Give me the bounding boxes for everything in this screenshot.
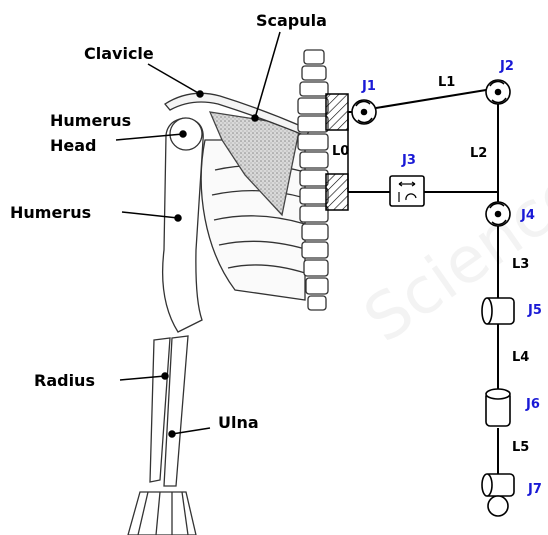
label-joint-j7: J7 — [527, 482, 542, 497]
joint-j3-box — [390, 176, 424, 206]
link-l1 — [376, 90, 486, 108]
label-link-l3: L3 — [512, 257, 529, 272]
label-humerus: Humerus — [10, 203, 91, 222]
joint-j2-revolute — [486, 80, 510, 104]
label-scapula: Scapula — [256, 11, 327, 30]
watermark-text: Science — [352, 154, 548, 357]
label-link-l1: L1 — [438, 75, 455, 90]
label-link-l0: L0 — [332, 144, 349, 159]
label-joint-j2: J2 — [499, 59, 514, 74]
hand-bones — [128, 492, 196, 535]
label-joint-j1: J1 — [361, 79, 376, 94]
label-ulna: Ulna — [218, 413, 259, 432]
label-joint-j6: J6 — [525, 397, 540, 412]
label-humerus-head-line1: Humerus — [50, 111, 131, 130]
label-link-l2: L2 — [470, 146, 487, 161]
label-clavicle: Clavicle — [84, 44, 154, 63]
label-radius: Radius — [34, 371, 95, 390]
label-joint-j5: J5 — [527, 303, 542, 318]
joint-j5-cylinder — [482, 298, 514, 324]
label-joint-j4: J4 — [520, 208, 535, 223]
label-link-l4: L4 — [512, 350, 529, 365]
joint-j7-cylinder — [482, 474, 514, 516]
joint-j6-cylinder — [486, 389, 510, 426]
joint-j1-revolute — [352, 100, 376, 124]
label-humerus-head-line2: Head — [50, 136, 97, 155]
ground-block-upper — [326, 94, 348, 130]
skeleton-illustration — [128, 50, 328, 535]
label-joint-j3: J3 — [401, 153, 416, 168]
ground-block-lower — [326, 174, 348, 210]
end-effector — [488, 496, 508, 516]
label-link-l5: L5 — [512, 440, 529, 455]
joint-j4-revolute — [486, 202, 510, 226]
